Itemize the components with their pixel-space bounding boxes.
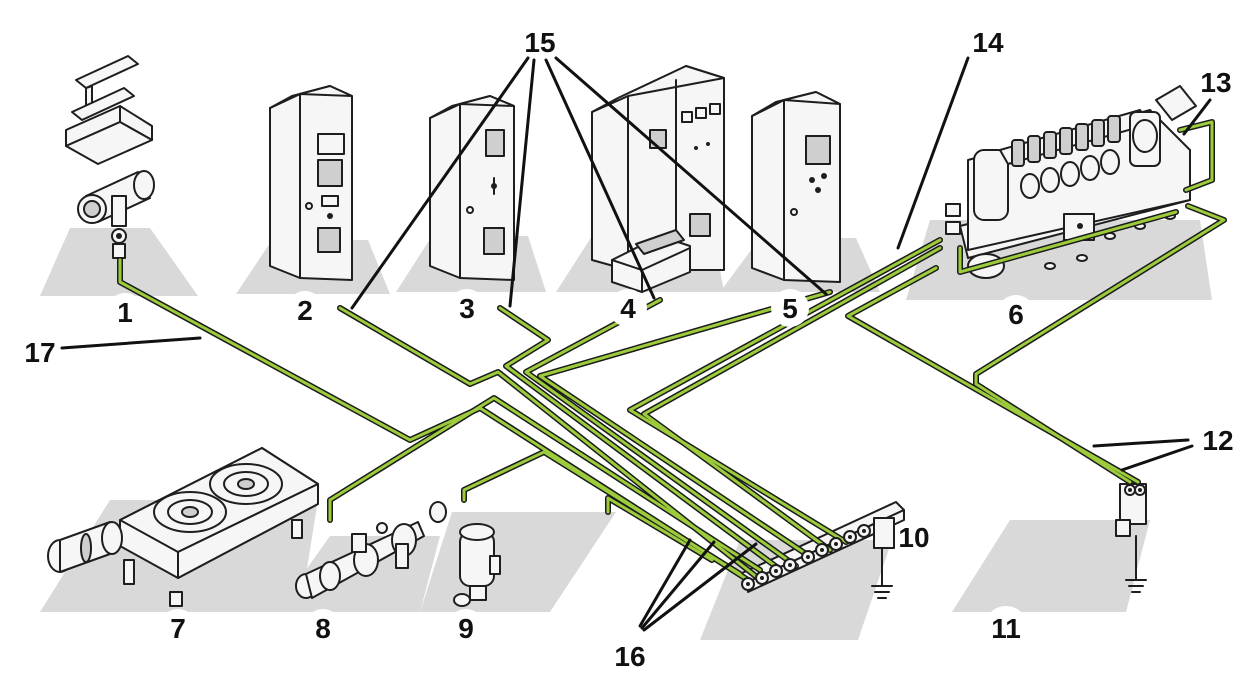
cabinet-2 xyxy=(269,85,353,281)
radiator-7 xyxy=(47,447,319,607)
leader-15a xyxy=(350,56,530,310)
pump-9 xyxy=(453,523,501,607)
label-13: 13 xyxy=(1200,67,1231,98)
label-14: 14 xyxy=(972,27,1004,58)
engine-cylinders xyxy=(1011,115,1121,199)
label-4: 4 xyxy=(620,293,636,324)
label-9: 9 xyxy=(458,613,474,644)
leader-12b xyxy=(1120,444,1194,472)
valve-8 xyxy=(295,501,447,599)
leader-13 xyxy=(1182,98,1212,136)
label-11: 11 xyxy=(991,613,1021,644)
leader-15c xyxy=(544,58,656,300)
leader-16b xyxy=(640,540,716,630)
label-2: 2 xyxy=(297,295,313,326)
leader-16a xyxy=(638,538,692,628)
leader-15d xyxy=(554,56,828,296)
cabinet-battery-4 xyxy=(591,65,725,293)
earthing-conductors xyxy=(117,119,1227,583)
cabinet-5 xyxy=(751,91,841,283)
leader-16c xyxy=(642,542,758,632)
busbar-terminals xyxy=(741,484,1146,591)
cabinet-3 xyxy=(429,95,515,281)
number-labels: 1 2 3 4 5 6 7 8 9 10 11 12 13 14 15 16 1… xyxy=(24,27,1233,672)
label-15: 15 xyxy=(524,27,555,58)
leader-15b xyxy=(508,58,536,308)
label-5: 5 xyxy=(782,293,798,324)
label-1: 1 xyxy=(117,297,133,328)
engine-generator-6 xyxy=(945,85,1197,279)
leader-17 xyxy=(60,336,202,350)
label-3: 3 xyxy=(459,293,475,324)
pipe-clamp-equipment xyxy=(65,55,155,259)
ground-symbol-icon xyxy=(1125,535,1147,593)
leader-14 xyxy=(896,56,970,250)
ground-symbols xyxy=(871,535,1147,599)
label-10: 10 xyxy=(898,522,929,553)
conductor-cores xyxy=(118,120,1226,582)
label-16: 16 xyxy=(614,641,645,672)
label-8: 8 xyxy=(315,613,331,644)
label-17: 17 xyxy=(24,337,55,368)
leader-12a xyxy=(1092,438,1190,448)
leader-lines xyxy=(60,56,1212,632)
ground-symbol-icon xyxy=(871,547,893,599)
label-12: 12 xyxy=(1202,425,1233,456)
label-6: 6 xyxy=(1008,299,1024,330)
pad-11 xyxy=(952,520,1150,612)
pad-9 xyxy=(420,512,616,612)
label-7: 7 xyxy=(170,613,186,644)
